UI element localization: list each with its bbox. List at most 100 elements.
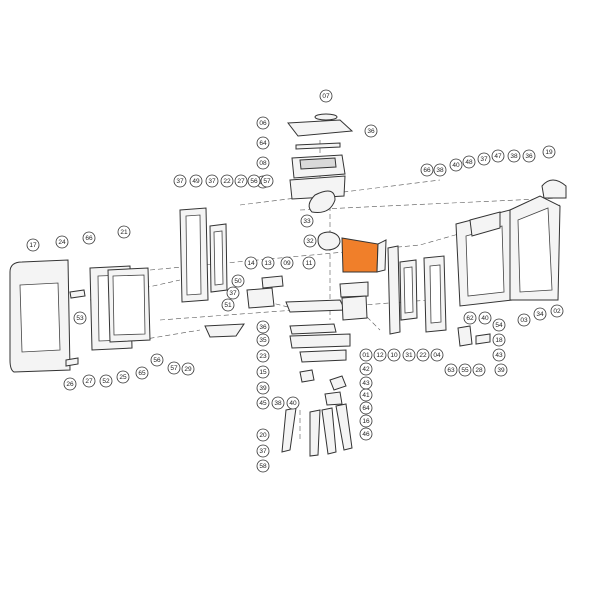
baffle-duct-part	[317, 231, 341, 251]
callout-03: 03	[517, 313, 531, 327]
callout-number: 43	[362, 380, 370, 387]
callout-circle	[359, 388, 373, 402]
spring-part	[324, 391, 343, 406]
callout-08: 08	[256, 156, 270, 170]
callout-52: 52	[99, 374, 113, 388]
callout-48: 48	[462, 155, 476, 169]
callout-number: 37	[259, 448, 267, 455]
ash-tray-part	[204, 323, 245, 338]
gasket-part	[295, 142, 341, 150]
callout-circle	[462, 155, 476, 169]
callout-number: 39	[259, 385, 267, 392]
callout-number: 66	[85, 235, 93, 242]
callout-40: 40	[449, 158, 463, 172]
air-control-part	[299, 369, 315, 383]
callout-number: 57	[170, 365, 178, 372]
callout-number: 56	[250, 178, 258, 185]
callout-21: 21	[117, 225, 131, 239]
callout-circle	[458, 363, 472, 377]
callout-number: 27	[237, 178, 245, 185]
callout-circle	[234, 174, 248, 188]
callout-number: 35	[259, 337, 267, 344]
callout-28: 28	[472, 363, 486, 377]
callout-circle	[359, 401, 373, 415]
callout-circle	[319, 89, 333, 103]
callout-number: 57	[263, 178, 271, 185]
callout-circle	[256, 444, 270, 458]
leg-front-center	[309, 409, 321, 457]
callout-63: 63	[444, 363, 458, 377]
callout-34: 34	[533, 307, 547, 321]
callout-number: 66	[423, 167, 431, 174]
callout-40: 40	[478, 311, 492, 325]
callout-number: 65	[138, 370, 146, 377]
callout-circle	[181, 362, 195, 376]
liner-mid-inner	[403, 266, 414, 314]
callout-circle	[256, 116, 270, 130]
callout-number: 55	[461, 367, 469, 374]
callout-circle	[261, 256, 275, 270]
callout-53: 53	[73, 311, 87, 325]
callout-number: 42	[362, 366, 370, 373]
callout-number: 37	[176, 178, 184, 185]
callout-43: 43	[492, 348, 506, 362]
callout-number: 24	[58, 239, 66, 246]
callout-circle	[231, 274, 245, 288]
legs	[281, 403, 353, 457]
callout-number: 36	[367, 128, 375, 135]
callout-number: 49	[192, 178, 200, 185]
callout-57: 57	[260, 174, 274, 188]
callout-number: 01	[362, 352, 370, 359]
flue-box-inner	[299, 157, 337, 170]
callout-circle	[99, 374, 113, 388]
callout-38: 38	[271, 396, 285, 410]
callout-circle	[387, 348, 401, 362]
callout-number: 15	[259, 369, 267, 376]
flue-collar-assembly	[287, 113, 354, 213]
callout-number: 56	[153, 357, 161, 364]
callout-38: 38	[507, 149, 521, 163]
callout-15: 15	[256, 365, 270, 379]
callout-number: 52	[102, 378, 110, 385]
callout-36: 36	[364, 124, 378, 138]
callout-circle	[472, 363, 486, 377]
callout-54: 54	[492, 318, 506, 332]
callout-10: 10	[387, 348, 401, 362]
callout-14: 14	[244, 256, 258, 270]
callout-62: 62	[463, 311, 477, 325]
callout-number: 08	[259, 160, 267, 167]
part-14-tile	[261, 275, 284, 289]
flue-spigot-part	[541, 179, 567, 199]
callout-26: 26	[63, 377, 77, 391]
baffle-top-part	[469, 211, 501, 237]
callout-circle	[256, 428, 270, 442]
base-plate-part	[289, 333, 351, 349]
callout-number: 37	[229, 290, 237, 297]
callout-16: 16	[359, 414, 373, 428]
callout-number: 63	[447, 367, 455, 374]
callout-circle	[492, 333, 506, 347]
callout-circle	[82, 374, 96, 388]
callout-25: 25	[116, 370, 130, 384]
callout-circle	[73, 311, 87, 325]
callout-27: 27	[82, 374, 96, 388]
callout-39: 39	[494, 363, 508, 377]
callout-circle	[55, 235, 69, 249]
door-assembly	[9, 259, 151, 373]
callout-02: 02	[550, 304, 564, 318]
rear-panel-inner	[517, 207, 553, 293]
callout-number: 02	[553, 308, 561, 315]
callout-circle	[492, 318, 506, 332]
callout-circle	[260, 174, 274, 188]
liner-inner	[213, 230, 224, 286]
callout-37: 37	[477, 152, 491, 166]
callout-circle	[477, 152, 491, 166]
callout-circle	[550, 304, 564, 318]
callout-42: 42	[359, 362, 373, 376]
knob-part	[475, 333, 491, 345]
callout-50: 50	[231, 274, 245, 288]
callout-31: 31	[402, 348, 416, 362]
callout-37: 37	[173, 174, 187, 188]
callout-circle	[303, 234, 317, 248]
callout-51: 51	[221, 298, 235, 312]
